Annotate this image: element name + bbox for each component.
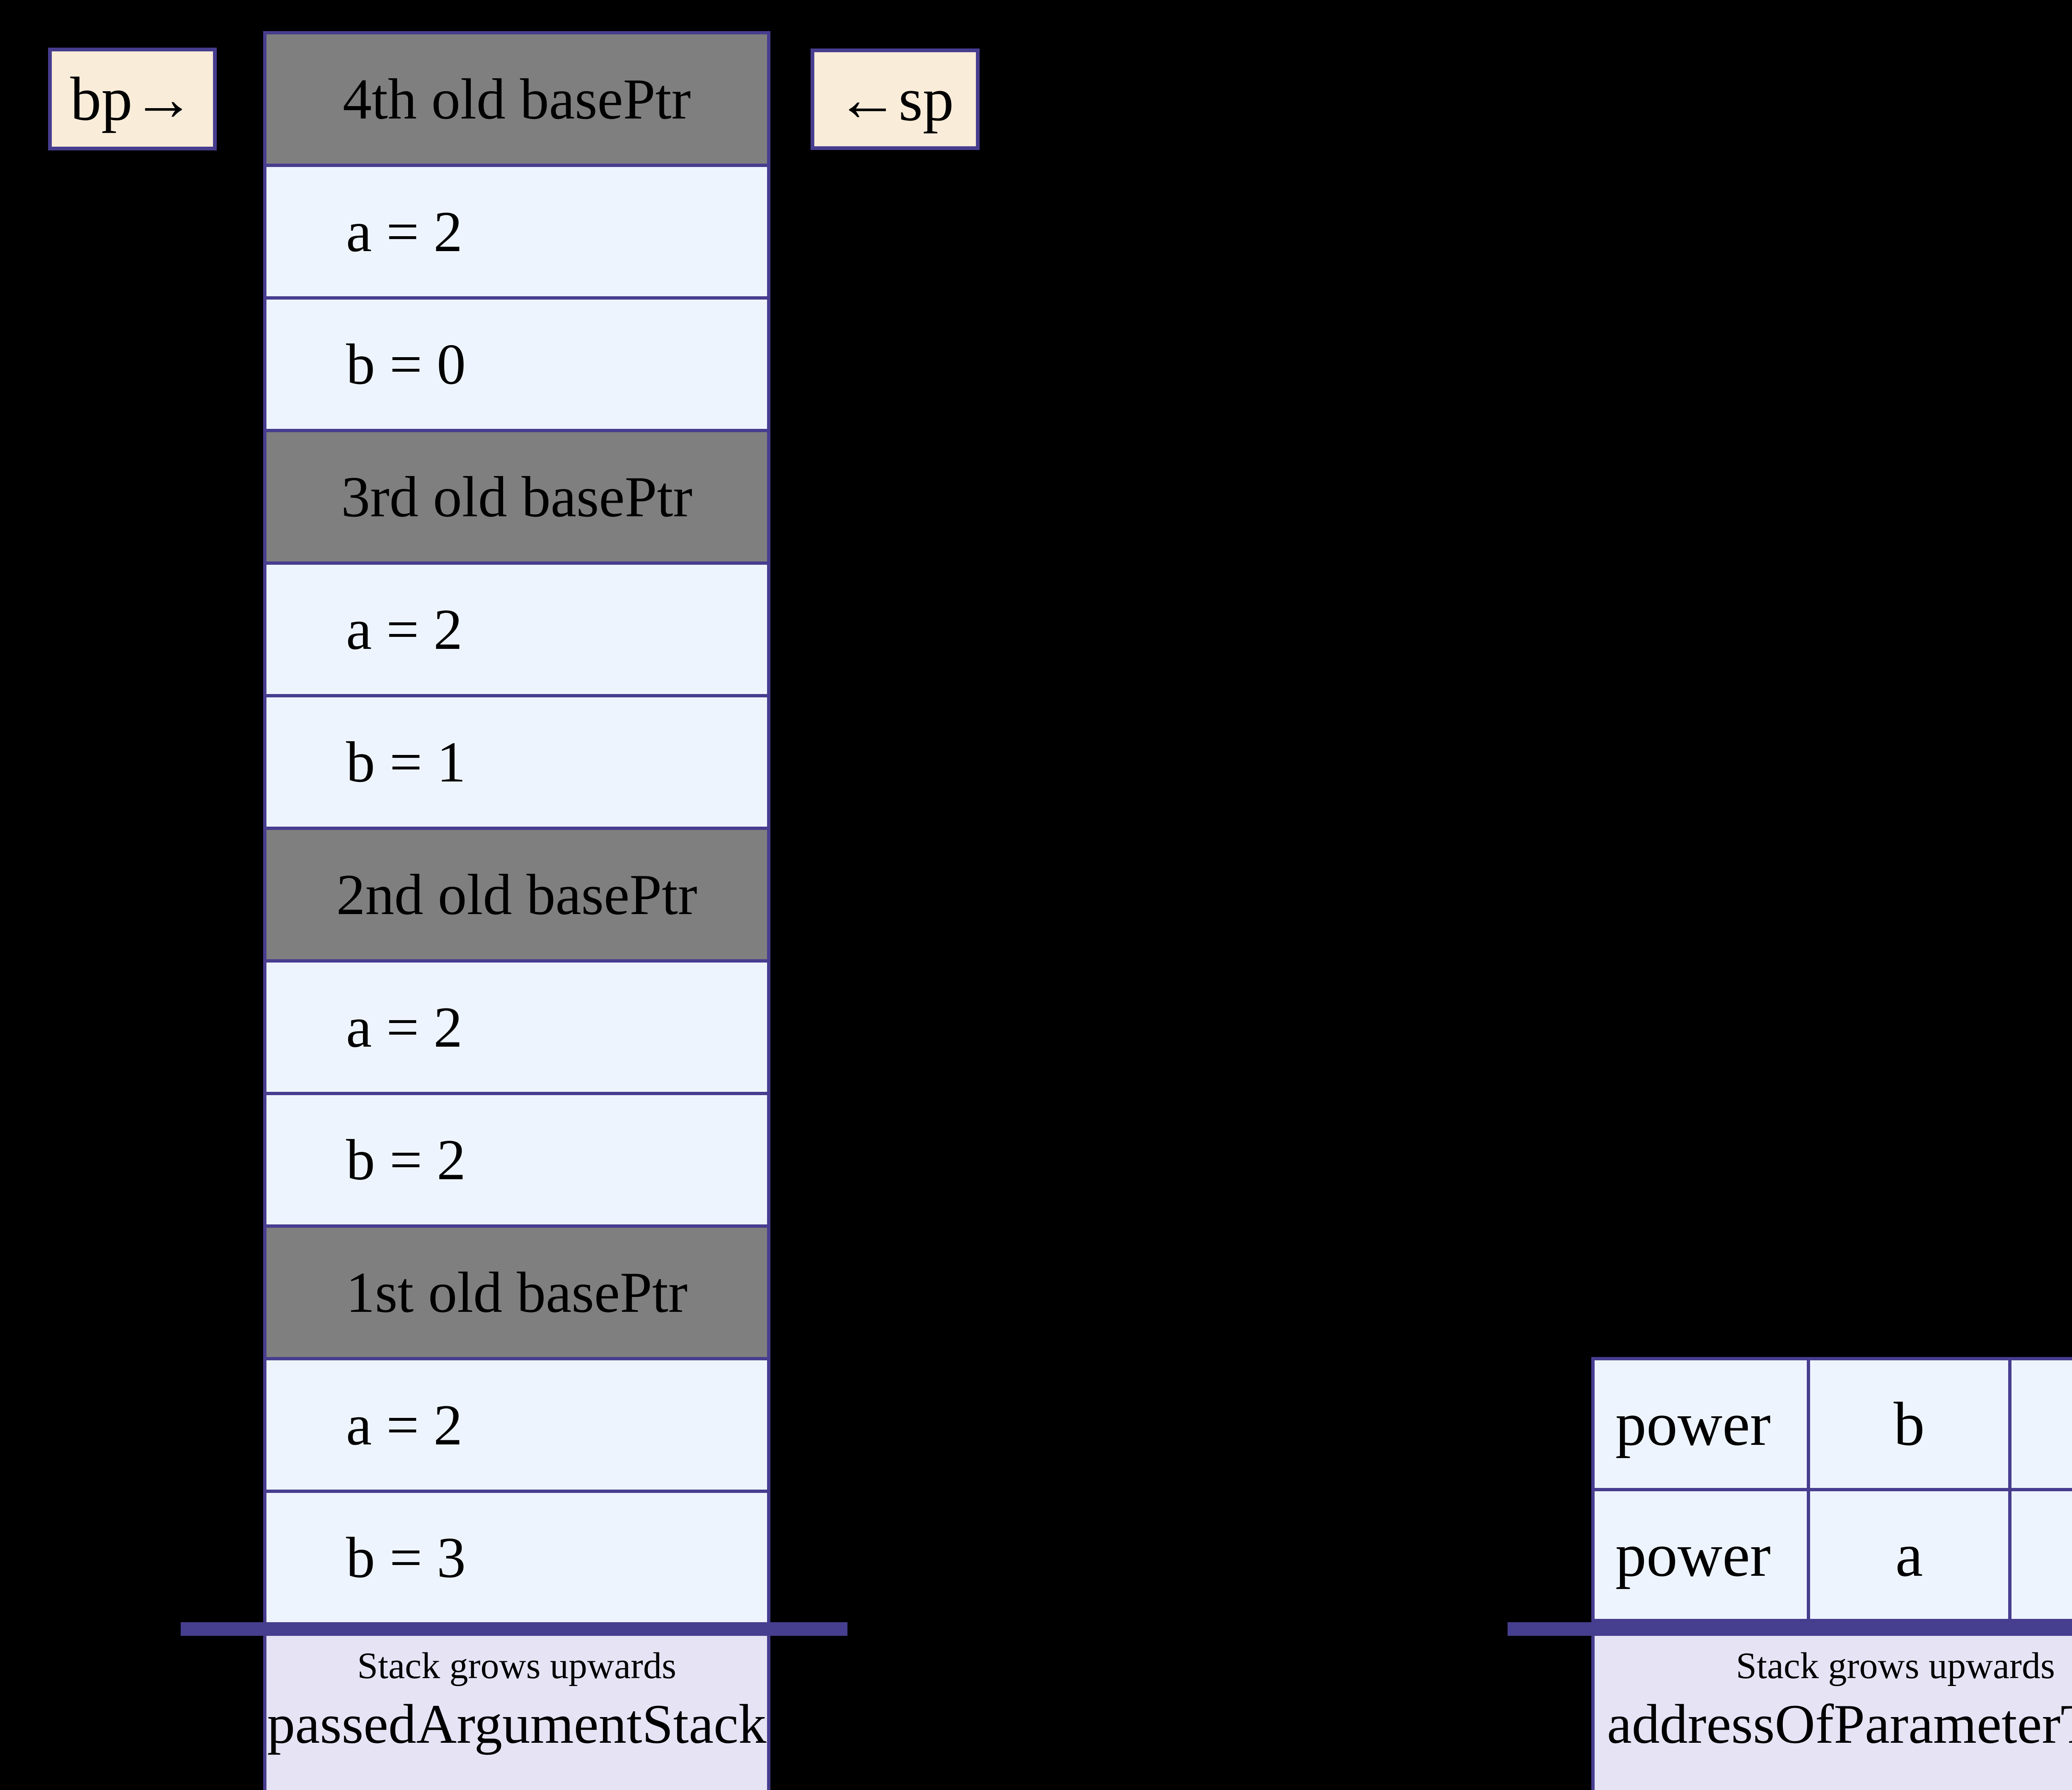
stack-cell-value-a: a = 2 bbox=[266, 963, 767, 1095]
bp-pointer-box: bp→ bbox=[48, 48, 217, 150]
stack-cell-baseptr-3rd: 3rd old basePtr bbox=[266, 432, 767, 565]
stack-cell-value-b: b = 1 bbox=[266, 697, 767, 830]
stack-cell-baseptr-4th: 4th old basePtr bbox=[266, 34, 767, 167]
parameter-table-footer-box: Stack grows upwards addressOfParameterTa… bbox=[1591, 1636, 2072, 1790]
stack-cell-baseptr-1st: 1st old basePtr bbox=[266, 1228, 767, 1360]
param-cell-param: b bbox=[1810, 1360, 2008, 1488]
param-cell-value: 1 bbox=[2011, 1491, 2072, 1619]
stack-name-label: passedArgumentStack bbox=[267, 1693, 767, 1755]
sp-pointer-box: ←sp bbox=[811, 48, 980, 150]
passed-argument-stack-column: 4th old basePtr a = 2 b = 0 3rd old base… bbox=[263, 31, 770, 1626]
stack-cell-value-b: b = 0 bbox=[266, 300, 767, 432]
stack-footer-box: Stack grows upwards passedArgumentStack bbox=[263, 1636, 770, 1790]
stack-cell-value-b: b = 2 bbox=[266, 1095, 767, 1228]
address-of-parameter-table: power b 2 power a 1 bbox=[1591, 1357, 2072, 1622]
parameter-table-name-label: addressOfParameterTable bbox=[1607, 1693, 2072, 1755]
param-cell-function: power bbox=[1595, 1491, 1807, 1619]
sp-pointer-label: ←sp bbox=[836, 65, 954, 134]
bp-pointer-label: bp→ bbox=[70, 65, 195, 133]
stack-cell-value-a: a = 2 bbox=[266, 167, 767, 300]
stack-baseline-bar bbox=[181, 1622, 847, 1636]
stack-grows-upwards-note: Stack grows upwards bbox=[357, 1645, 676, 1686]
table-baseline-bar bbox=[1508, 1622, 2072, 1636]
param-cell-param: a bbox=[1810, 1491, 2008, 1619]
stack-cell-value-a: a = 2 bbox=[266, 1360, 767, 1493]
param-cell-value: 2 bbox=[2011, 1360, 2072, 1488]
stack-cell-baseptr-2nd: 2nd old basePtr bbox=[266, 830, 767, 963]
stack-cell-value-a: a = 2 bbox=[266, 565, 767, 697]
table-grows-upwards-note: Stack grows upwards bbox=[1736, 1645, 2055, 1686]
param-cell-function: power bbox=[1595, 1360, 1807, 1488]
stack-cell-value-b: b = 3 bbox=[266, 1493, 767, 1626]
